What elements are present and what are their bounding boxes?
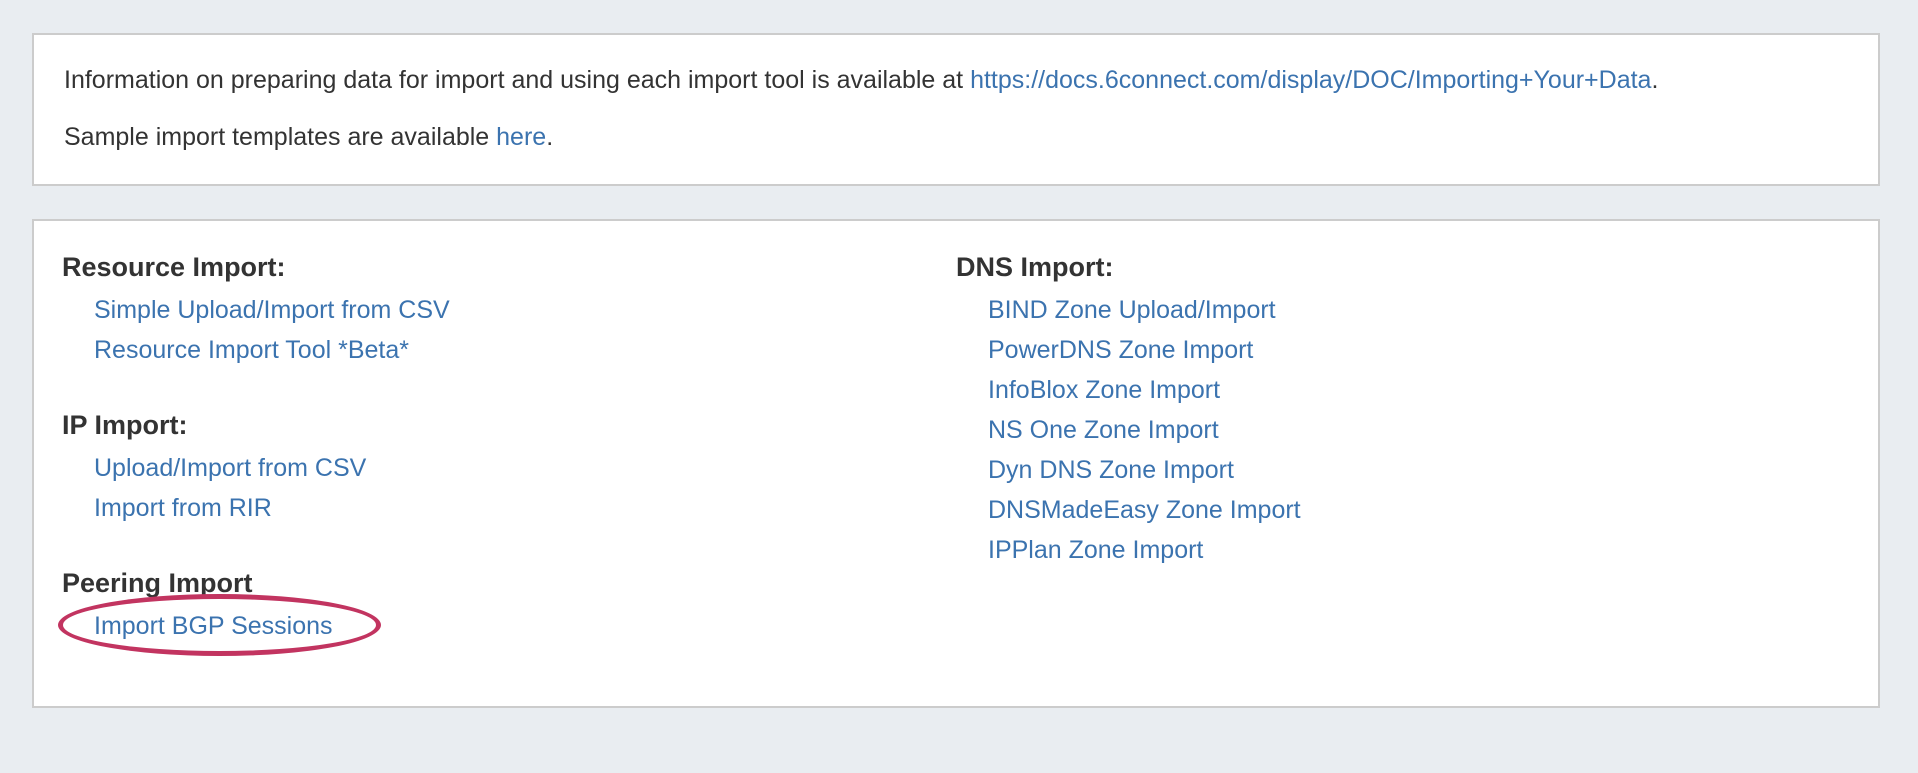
link-ns-one-zone-import[interactable]: NS One Zone Import (988, 416, 1219, 444)
link-powerdns-zone-import[interactable]: PowerDNS Zone Import (988, 336, 1254, 364)
resource-import-links: Simple Upload/Import from CSV Resource I… (62, 290, 956, 370)
link-infoblox-zone-import[interactable]: InfoBlox Zone Import (988, 376, 1221, 404)
link-import-from-rir[interactable]: Import from RIR (94, 494, 272, 522)
list-item: Resource Import Tool *Beta* (94, 330, 956, 370)
page-background: { "colors": { "background": "#e9edf1", "… (0, 33, 1918, 773)
link-bind-zone-upload-import[interactable]: BIND Zone Upload/Import (988, 296, 1276, 324)
info-panel: Information on preparing data for import… (32, 33, 1880, 186)
resource-import-heading: Resource Import: (62, 252, 286, 282)
info-line-templates-period: . (546, 123, 554, 151)
ip-import-heading: IP Import: (62, 410, 188, 440)
section-dns-import: DNS Import: BIND Zone Upload/Import Powe… (956, 252, 1850, 570)
import-columns: Resource Import: Simple Upload/Import fr… (58, 252, 1850, 656)
list-item: Dyn DNS Zone Import (988, 450, 1850, 490)
link-upload-import-from-csv[interactable]: Upload/Import from CSV (94, 454, 367, 482)
import-tools-panel: Resource Import: Simple Upload/Import fr… (32, 219, 1880, 708)
list-item: NS One Zone Import (988, 410, 1850, 450)
list-item: Import from RIR (94, 488, 956, 528)
dns-import-links: BIND Zone Upload/Import PowerDNS Zone Im… (956, 290, 1850, 570)
templates-here-link[interactable]: here (496, 123, 547, 151)
bgp-annotation-wrap: Import BGP Sessions (58, 594, 381, 656)
section-ip-import: IP Import: Upload/Import from CSV Import… (62, 410, 956, 528)
list-item: IPPlan Zone Import (988, 530, 1850, 570)
info-line-templates: Sample import templates are available he… (64, 123, 1848, 151)
dns-import-heading: DNS Import: (956, 252, 1114, 282)
import-column-left: Resource Import: Simple Upload/Import fr… (58, 252, 956, 656)
link-dnsmadeeasy-zone-import[interactable]: DNSMadeEasy Zone Import (988, 496, 1301, 524)
ip-import-links: Upload/Import from CSV Import from RIR (62, 448, 956, 528)
section-resource-import: Resource Import: Simple Upload/Import fr… (62, 252, 956, 370)
docs-url-link[interactable]: https://docs.6connect.com/display/DOC/Im… (970, 66, 1652, 94)
list-item: PowerDNS Zone Import (988, 330, 1850, 370)
info-line-docs-period: . (1651, 66, 1659, 94)
section-peering-import: Peering Import Import BGP Sessions (58, 568, 956, 656)
link-simple-upload-import-from-csv[interactable]: Simple Upload/Import from CSV (94, 296, 450, 324)
list-item: Upload/Import from CSV (94, 448, 956, 488)
info-line-docs-text: Information on preparing data for import… (64, 66, 971, 94)
link-resource-import-tool-beta[interactable]: Resource Import Tool *Beta* (94, 336, 409, 364)
list-item: DNSMadeEasy Zone Import (988, 490, 1850, 530)
peering-import-heading: Peering Import (62, 568, 253, 598)
peering-import-links: Import BGP Sessions (58, 594, 956, 656)
link-dyn-dns-zone-import[interactable]: Dyn DNS Zone Import (988, 456, 1234, 484)
link-ipplan-zone-import[interactable]: IPPlan Zone Import (988, 536, 1204, 564)
list-item: InfoBlox Zone Import (988, 370, 1850, 410)
list-item: BIND Zone Upload/Import (988, 290, 1850, 330)
info-line-docs: Information on preparing data for import… (64, 66, 1848, 94)
import-column-right: DNS Import: BIND Zone Upload/Import Powe… (956, 252, 1850, 646)
list-item: Simple Upload/Import from CSV (94, 290, 956, 330)
info-line-templates-text: Sample import templates are available (64, 123, 497, 151)
list-item: Import BGP Sessions (58, 594, 956, 656)
link-import-bgp-sessions[interactable]: Import BGP Sessions (94, 612, 333, 640)
